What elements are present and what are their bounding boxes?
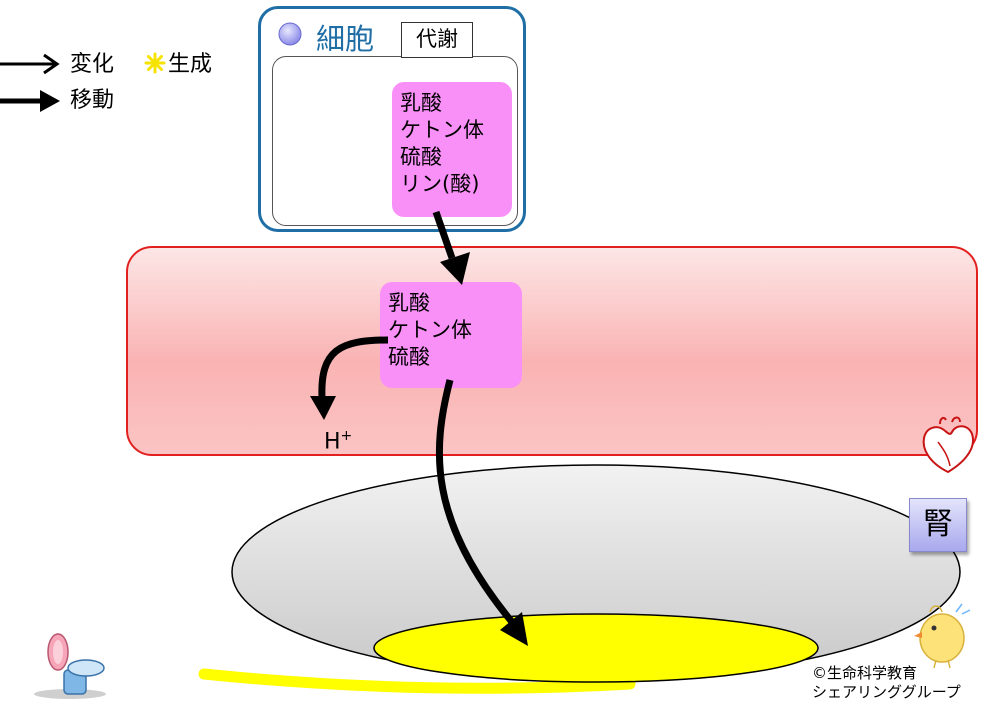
cell-acid-ketone: ケトン体 bbox=[400, 118, 484, 142]
blood-acid-ketone: ケトン体 bbox=[388, 318, 472, 342]
cell-acid-list: 乳酸 ケトン体 硫酸 リン(酸) bbox=[392, 82, 512, 217]
cell-circle-icon bbox=[278, 22, 302, 46]
copyright-line-2: シェアリンググループ bbox=[812, 683, 961, 701]
cell-acid-sulfuric: 硫酸 bbox=[400, 145, 442, 169]
copyright-text: ©生命科学教育 シェアリンググループ bbox=[812, 664, 961, 702]
kidney-label: 腎 bbox=[909, 498, 967, 552]
blood-acid-sulfuric: 硫酸 bbox=[388, 345, 430, 369]
arrow-cell-to-blood bbox=[432, 210, 470, 285]
legend-change-label: 変化 bbox=[70, 52, 115, 77]
blood-acid-lactic: 乳酸 bbox=[388, 291, 430, 315]
arrow-acid-to-proton bbox=[310, 336, 389, 420]
heart-icon bbox=[922, 416, 974, 474]
cell-acid-phosphoric: リン(酸) bbox=[400, 172, 480, 196]
cell-acid-lactic: 乳酸 bbox=[400, 91, 442, 115]
metabolism-label: 代謝 bbox=[401, 22, 473, 58]
blood-acid-list: 乳酸 ケトン体 硫酸 bbox=[380, 282, 522, 388]
proton-label: H+ bbox=[324, 428, 353, 455]
toilet-icon bbox=[34, 633, 106, 699]
blood-vessel-band bbox=[126, 246, 978, 456]
legend-produce-label: 生成 bbox=[168, 52, 213, 77]
arrow-blood-to-urine bbox=[435, 379, 528, 646]
legend-move-arrow-icon bbox=[0, 90, 60, 112]
sparkle-icon bbox=[144, 52, 166, 74]
copyright-line-1: ©生命科学教育 bbox=[812, 664, 918, 682]
chick-mascot-icon bbox=[914, 603, 971, 669]
cell-title: 細胞 bbox=[316, 22, 375, 56]
legend-move-label: 移動 bbox=[70, 88, 115, 113]
legend-change-arrow-icon bbox=[0, 53, 60, 75]
